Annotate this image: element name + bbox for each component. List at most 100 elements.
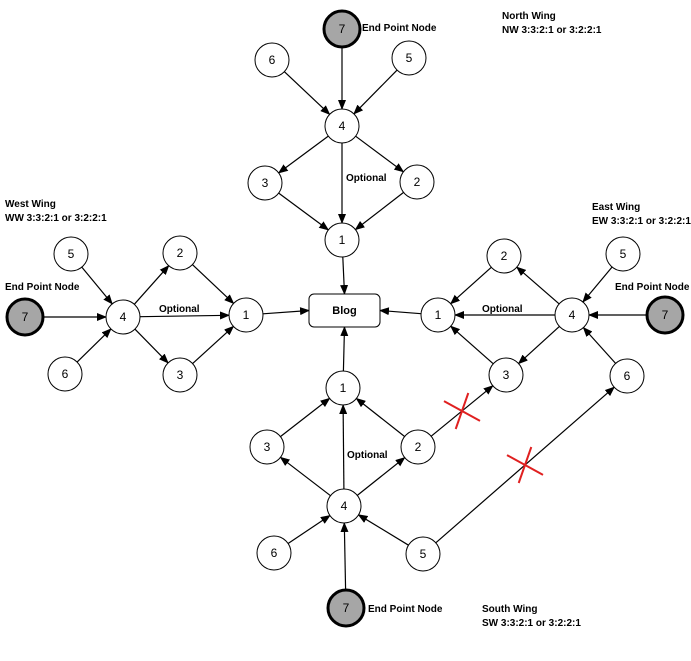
- node-w2[interactable]: 2: [162, 235, 198, 271]
- edges-layer: [43, 47, 647, 591]
- node-n5[interactable]: 5: [391, 40, 427, 76]
- node-circle: [399, 164, 435, 200]
- west-optional-label: Optional: [159, 304, 200, 315]
- edge-s6-to-s4: [287, 514, 331, 544]
- edge-n5-to-n4: [353, 69, 398, 115]
- crosses-layer: [443, 392, 544, 484]
- south-wing-title: South Wing: [482, 604, 537, 615]
- blog-node-box: [308, 293, 381, 328]
- cross-mark-s5-to-e6: [506, 446, 544, 484]
- end-point-node-w7[interactable]: 7: [5, 297, 45, 337]
- edge-n6-to-n4: [283, 71, 331, 115]
- node-e4[interactable]: 4: [554, 297, 590, 333]
- node-circle: [249, 429, 285, 465]
- edge-w3-to-w1: [192, 325, 235, 365]
- node-label: 2: [415, 440, 422, 454]
- node-label: 7: [343, 601, 350, 615]
- node-n4[interactable]: 4: [324, 108, 360, 144]
- node-w6[interactable]: 6: [47, 356, 83, 392]
- end-point-node-s7[interactable]: 7: [326, 588, 366, 628]
- node-n6[interactable]: 6: [254, 42, 290, 78]
- east-wing-title: East Wing: [592, 202, 640, 213]
- edge-w5-to-w4: [81, 266, 113, 305]
- west-end-point-label: End Point Node: [5, 282, 80, 293]
- node-circle: [609, 358, 645, 394]
- south-end-point-label: End Point Node: [368, 604, 443, 615]
- node-w1[interactable]: 1: [228, 297, 264, 333]
- node-label: 1: [339, 233, 346, 247]
- node-n2[interactable]: 2: [399, 164, 435, 200]
- east-end-point-label: End Point Node: [615, 282, 690, 293]
- edge-w1-to-blog: [262, 307, 310, 316]
- node-circle: [325, 370, 361, 406]
- node-circle: [554, 297, 590, 333]
- node-label: 5: [420, 547, 427, 561]
- node-circle: [605, 236, 641, 272]
- blog-node[interactable]: Blog: [308, 293, 381, 328]
- node-label: 6: [269, 53, 276, 67]
- node-s6[interactable]: 6: [256, 535, 292, 571]
- edge-s4-to-s3: [279, 456, 331, 497]
- edge-n3-to-n1: [278, 192, 330, 231]
- west-wing-title: West Wing: [5, 199, 56, 210]
- node-w4[interactable]: 4: [105, 299, 141, 335]
- node-label: 3: [177, 368, 184, 382]
- node-w3[interactable]: 3: [162, 357, 198, 393]
- node-s2[interactable]: 2: [400, 429, 436, 465]
- edge-e6-to-e4: [582, 326, 617, 364]
- edge-s2-to-s1: [355, 397, 405, 437]
- node-label: 2: [414, 175, 421, 189]
- node-label: 4: [341, 499, 348, 513]
- edge-n1-to-blog: [340, 256, 349, 295]
- node-s3[interactable]: 3: [249, 429, 285, 465]
- node-w5[interactable]: 5: [53, 236, 89, 272]
- node-e2[interactable]: 2: [486, 238, 522, 274]
- edge-n4-to-n2: [355, 135, 405, 173]
- node-e3[interactable]: 3: [488, 357, 524, 393]
- node-circle: [228, 297, 264, 333]
- node-label: 5: [406, 51, 413, 65]
- node-label: 1: [340, 381, 347, 395]
- node-circle: [254, 42, 290, 78]
- node-s4[interactable]: 4: [326, 488, 362, 524]
- node-circle: [420, 297, 456, 333]
- node-circle: [326, 488, 362, 524]
- west-wing-ratio: WW 3:3:2:1 or 3:2:2:1: [5, 213, 107, 224]
- edge-e1-to-blog: [379, 307, 422, 316]
- node-label: 7: [22, 310, 29, 324]
- node-e5[interactable]: 5: [605, 236, 641, 272]
- north-end-point-label: End Point Node: [362, 23, 437, 34]
- node-label: 6: [62, 367, 69, 381]
- edge-s4-to-s1: [339, 404, 348, 490]
- edge-e3-to-e1: [449, 325, 494, 365]
- north-wing-ratio: NW 3:3:2:1 or 3:2:2:1: [502, 25, 602, 36]
- edge-s5-to-s4: [357, 514, 409, 546]
- end-point-node-n7[interactable]: 7: [322, 9, 362, 49]
- node-circle: [162, 357, 198, 393]
- node-s5[interactable]: 5: [405, 536, 441, 572]
- edge-s4-to-s2: [356, 456, 406, 496]
- node-circle: [326, 588, 366, 628]
- blog-node-label: Blog: [332, 305, 356, 317]
- cross-stroke-2: [517, 446, 533, 484]
- edge-s7-to-s4: [340, 522, 349, 591]
- edge-e5-to-e4: [582, 266, 613, 303]
- node-n3[interactable]: 3: [247, 165, 283, 201]
- node-circle: [256, 535, 292, 571]
- edge-n2-to-n1: [354, 191, 404, 231]
- edge-s1-to-blog: [340, 326, 349, 372]
- node-label: 6: [624, 369, 631, 383]
- edge-e2-to-e1: [449, 266, 492, 305]
- node-circle: [645, 295, 685, 335]
- node-circle: [5, 297, 45, 337]
- node-e1[interactable]: 1: [420, 297, 456, 333]
- node-circle: [405, 536, 441, 572]
- node-s1[interactable]: 1: [325, 370, 361, 406]
- node-circle: [162, 235, 198, 271]
- end-point-node-e7[interactable]: 7: [645, 295, 685, 335]
- node-label: 1: [435, 308, 442, 322]
- node-n1[interactable]: 1: [324, 222, 360, 258]
- node-e6[interactable]: 6: [609, 358, 645, 394]
